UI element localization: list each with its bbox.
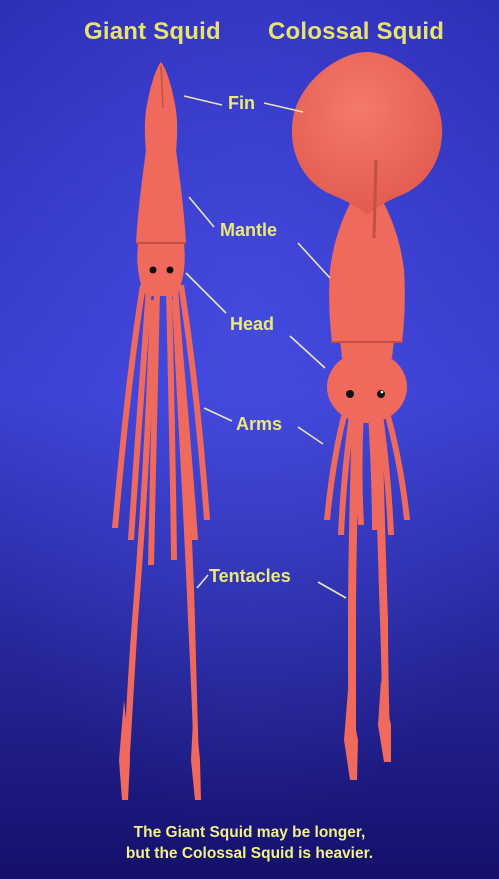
- head-label: Head: [230, 314, 274, 335]
- caption-line-1: The Giant Squid may be longer,: [0, 824, 499, 842]
- giant-squid-head: [137, 244, 184, 296]
- colossal-squid-eye-highlight: [381, 391, 384, 394]
- colossal-squid-title: Colossal Squid: [268, 18, 444, 46]
- giant-squid-title: Giant Squid: [84, 18, 221, 46]
- mantle-label: Mantle: [220, 220, 277, 241]
- fin-label: Fin: [228, 93, 255, 114]
- giant-squid-eye-right: [167, 267, 174, 274]
- giant-squid-eye-left: [150, 267, 157, 274]
- caption-line-2: but the Colossal Squid is heavier.: [0, 845, 499, 863]
- tentacles-label: Tentacles: [209, 566, 291, 587]
- arms-label: Arms: [236, 414, 282, 435]
- colossal-squid-eye-left: [346, 390, 354, 398]
- colossal-squid-head: [327, 351, 407, 423]
- colossal-squid-fin-ridge: [374, 160, 376, 238]
